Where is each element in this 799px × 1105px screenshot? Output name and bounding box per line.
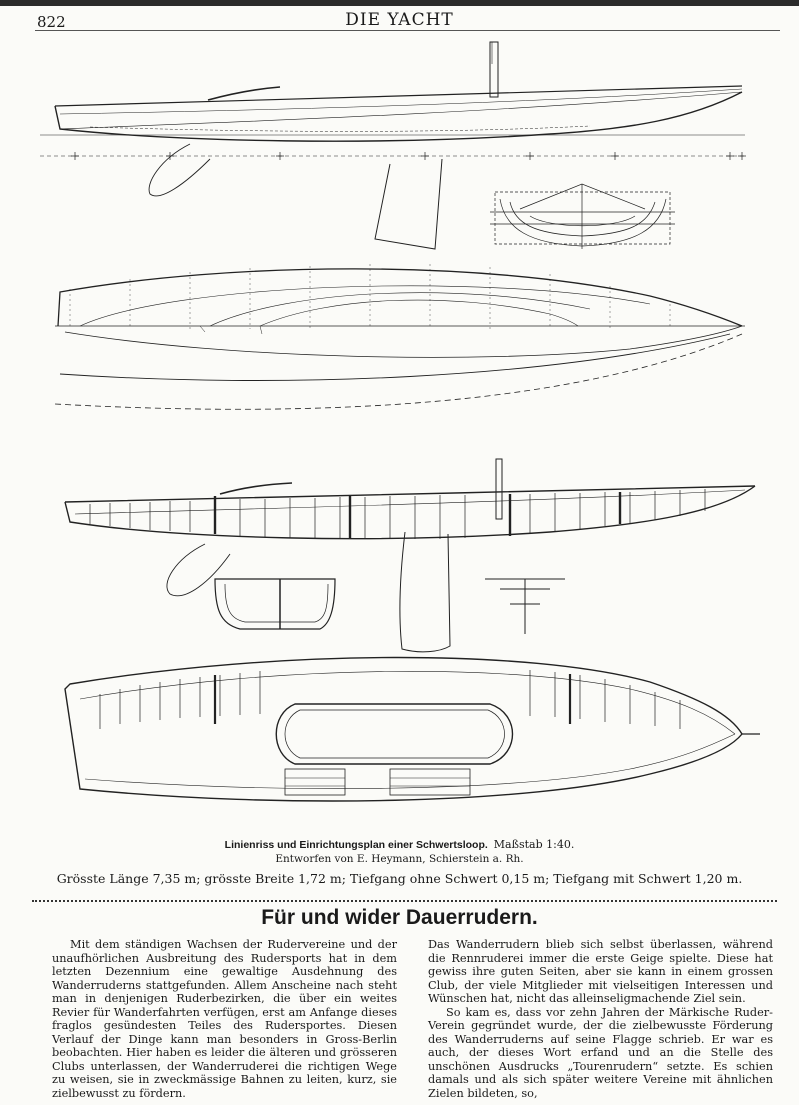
right-paragraph: So kam es, dass vor zehn Jahren der Märk… — [428, 1005, 773, 1100]
figure-caption-dimensions: Grösste Länge 7,35 m; grösste Breite 1,7… — [56, 871, 743, 886]
caption-title-text: Linienriss und Einrichtungsplan einer Sc… — [224, 839, 488, 851]
journal-title: DIE YACHT — [345, 10, 454, 30]
half-breadth-plan — [54, 264, 745, 410]
interior-profile — [64, 458, 756, 653]
yacht-drawing-figure — [30, 34, 770, 824]
figure-caption-designer: Entworfen von E. Heymann, Schierstein a.… — [275, 853, 524, 865]
figure-caption-title: Linienriss und Einrichtungsplan einer Sc… — [0, 838, 799, 851]
page-number: 822 — [37, 13, 66, 31]
right-paragraph: Das Wanderrudern blieb sich selbst überl… — [428, 938, 773, 1005]
body-plan-sections — [490, 183, 675, 249]
hull-profile-drawing — [40, 41, 746, 250]
page-top-border — [0, 0, 799, 6]
article-title: Für und wider Dauerrudern. — [261, 906, 538, 929]
section-separator — [32, 900, 777, 902]
deck-plan — [64, 656, 760, 802]
article-right-column: Das Wanderrudern blieb sich selbst überl… — [428, 938, 773, 1100]
caption-scale: Maßstab 1:40. — [493, 838, 575, 851]
article-left-column: Mit dem ständigen Wachsen der Ruderverei… — [52, 938, 397, 1100]
left-paragraph: Mit dem ständigen Wachsen der Ruderverei… — [52, 938, 397, 1100]
header-rule — [35, 30, 780, 31]
